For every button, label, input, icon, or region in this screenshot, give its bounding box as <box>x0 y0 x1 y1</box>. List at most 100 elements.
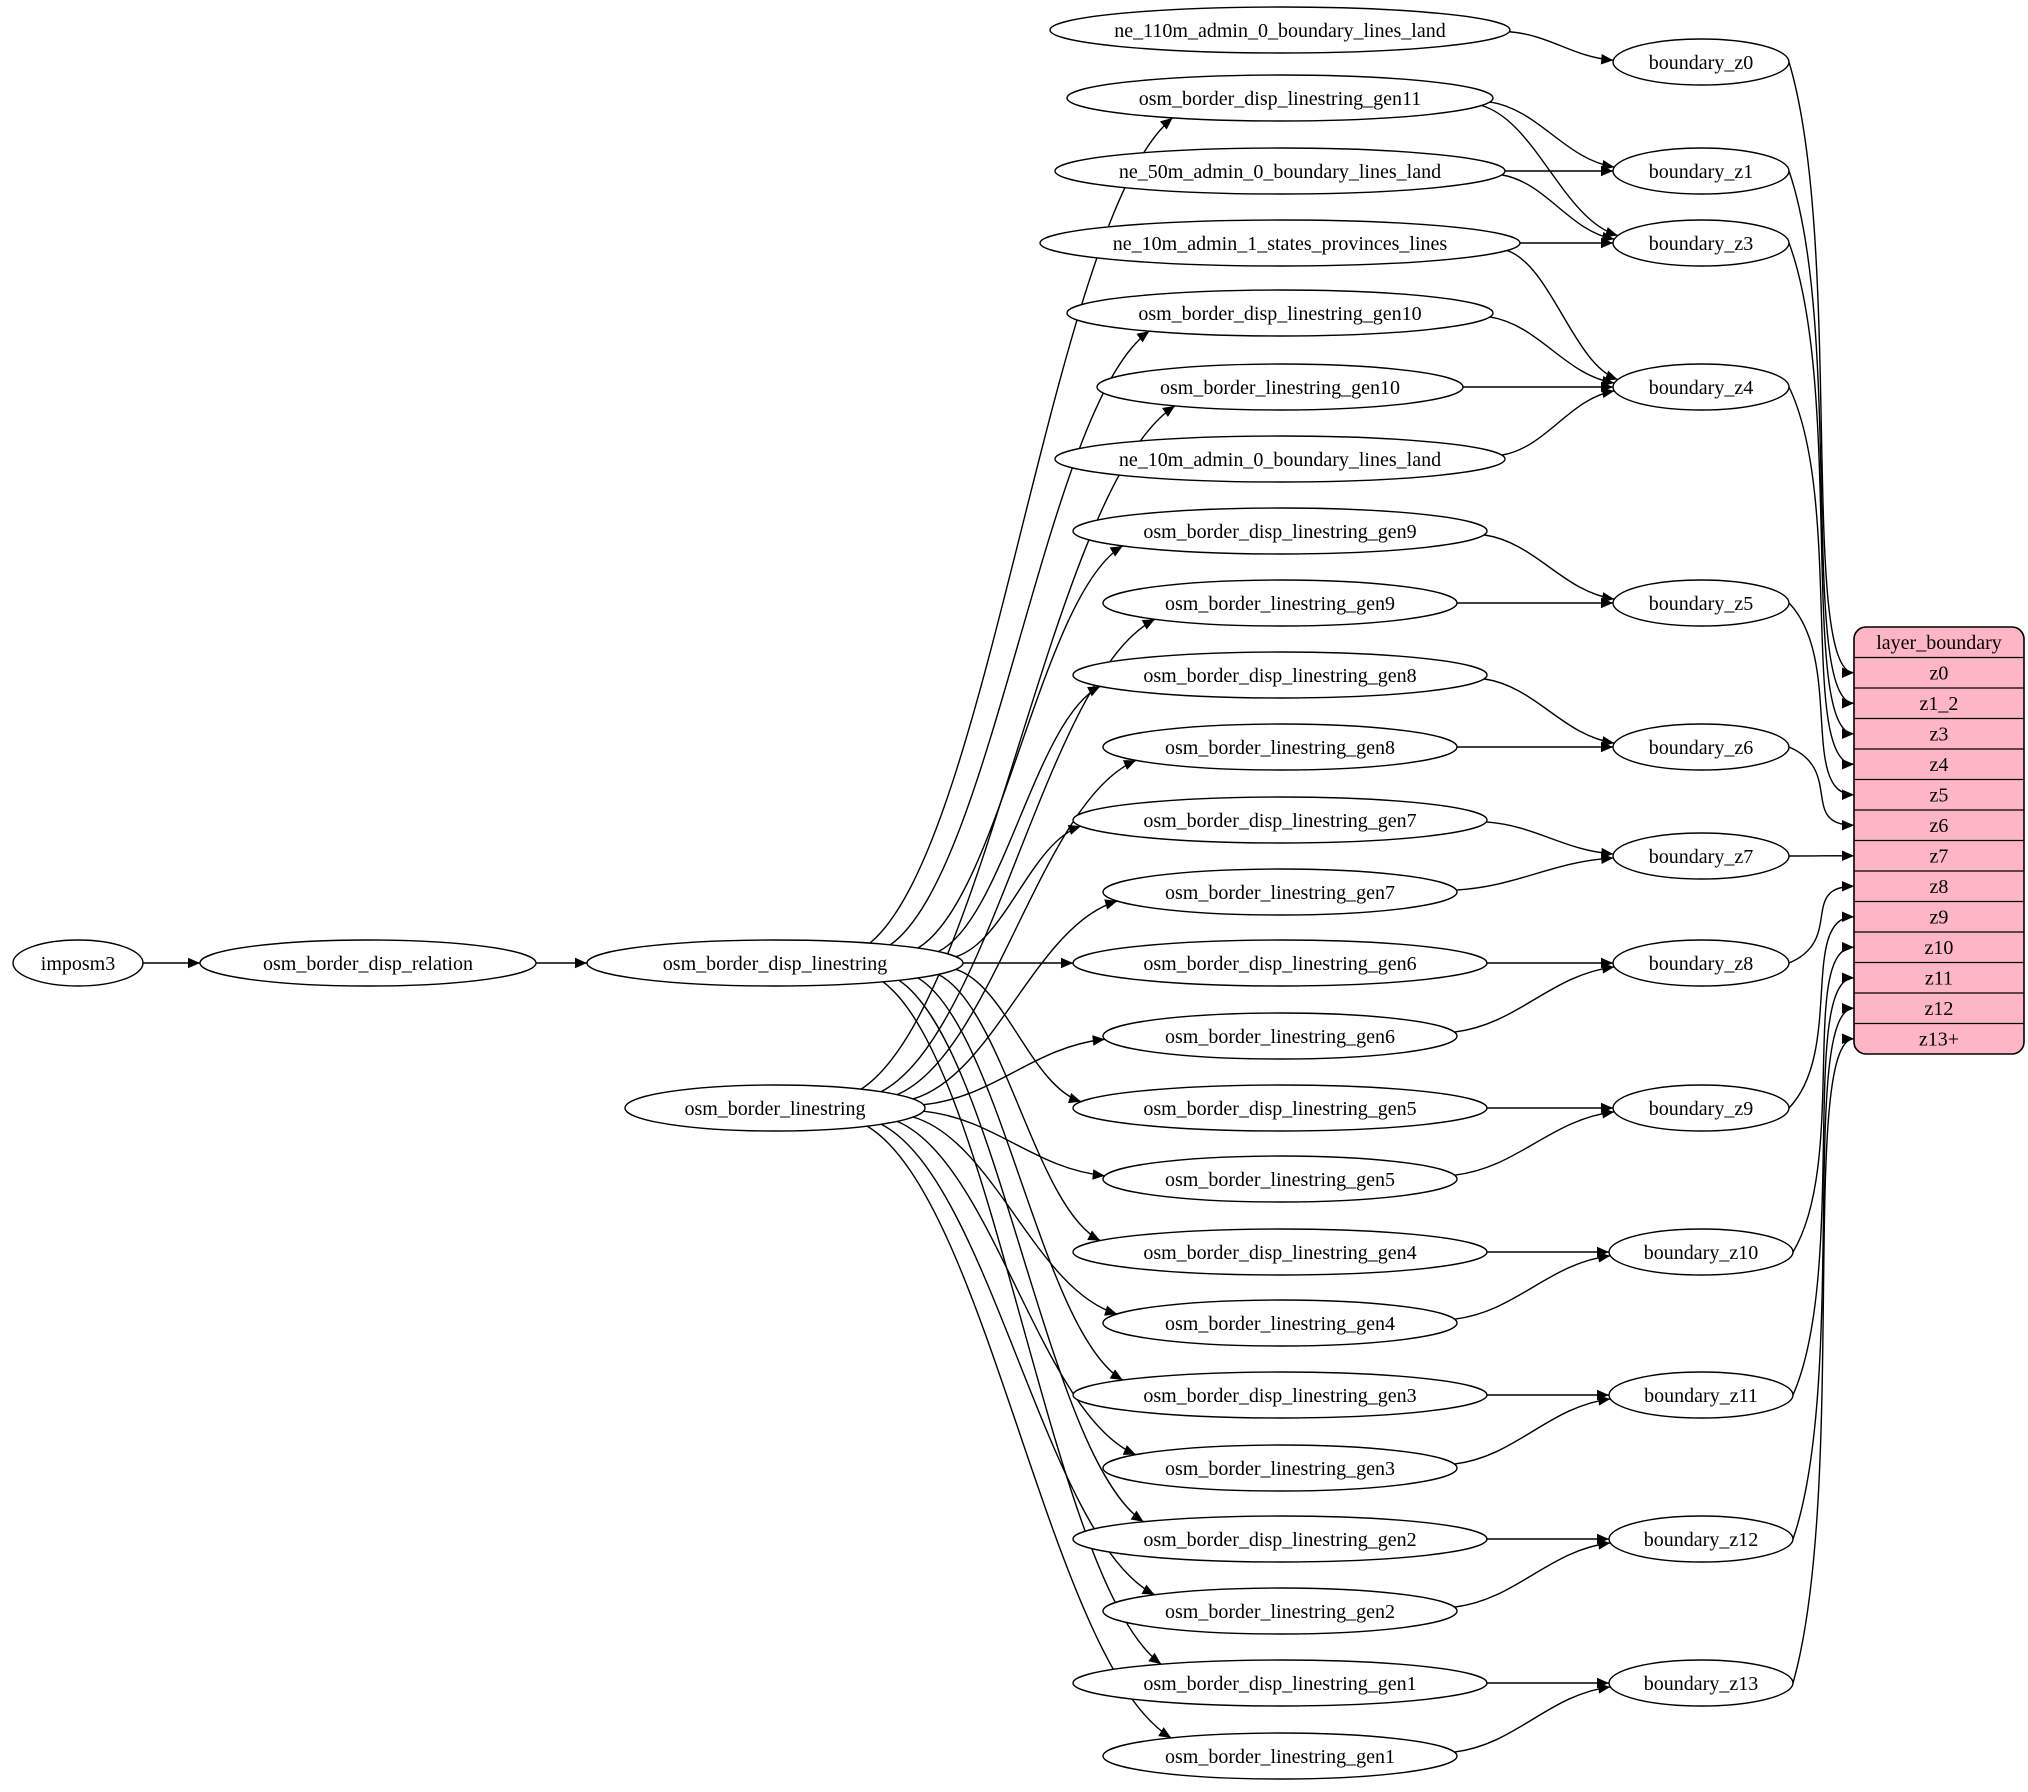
edge-osm_border_linestring_gen4-to-boundary_z10 <box>1455 1256 1611 1319</box>
node-label-osm_border_linestring_gen1: osm_border_linestring_gen1 <box>1165 1746 1395 1768</box>
node-boundary_z11: boundary_z11 <box>1609 1372 1793 1418</box>
node-osm_border_linestring_gen2: osm_border_linestring_gen2 <box>1103 1588 1457 1634</box>
node-label-osm_border_disp_linestring_gen5: osm_border_disp_linestring_gen5 <box>1143 1098 1416 1120</box>
node-boundary_z7: boundary_z7 <box>1613 833 1789 879</box>
node-label-ne_50m_admin_0_boundary_lines_land: ne_50m_admin_0_boundary_lines_land <box>1119 161 1441 183</box>
node-label-osm_border_disp_linestring_gen10: osm_border_disp_linestring_gen10 <box>1138 303 1421 325</box>
edge-osm_border_disp_linestring-to-osm_border_disp_linestring_gen7 <box>956 826 1081 956</box>
node-label-boundary_z0: boundary_z0 <box>1649 52 1753 74</box>
node-osm_border_linestring_gen1: osm_border_linestring_gen1 <box>1103 1733 1457 1779</box>
table-row-z10: z10 <box>1925 937 1954 959</box>
node-label-imposm3: imposm3 <box>41 953 115 975</box>
node-label-osm_border_linestring_gen2: osm_border_linestring_gen2 <box>1165 1601 1395 1623</box>
node-label-osm_border_linestring_gen4: osm_border_linestring_gen4 <box>1165 1313 1395 1335</box>
edge-osm_border_linestring_gen3-to-boundary_z11 <box>1454 1399 1610 1464</box>
node-label-boundary_z13: boundary_z13 <box>1644 1673 1758 1695</box>
node-label-osm_border_disp_linestring_gen2: osm_border_disp_linestring_gen2 <box>1143 1529 1416 1551</box>
node-osm_border_linestring_gen10: osm_border_linestring_gen10 <box>1097 364 1463 410</box>
node-label-osm_border_linestring_gen7: osm_border_linestring_gen7 <box>1165 882 1395 904</box>
edge-ne_110m_admin_0_boundary_lines_land-to-boundary_z0 <box>1509 32 1613 61</box>
node-label-osm_border_disp_linestring_gen9: osm_border_disp_linestring_gen9 <box>1143 521 1416 543</box>
table-row-z6: z6 <box>1930 815 1949 837</box>
node-osm_border_disp_linestring_gen8: osm_border_disp_linestring_gen8 <box>1073 652 1487 698</box>
node-label-boundary_z3: boundary_z3 <box>1649 233 1753 255</box>
table-row-z0: z0 <box>1930 663 1949 685</box>
edge-ne_10m_admin_1_states_provinces_lines-to-boundary_z4 <box>1507 250 1618 379</box>
node-label-osm_border_disp_linestring_gen8: osm_border_disp_linestring_gen8 <box>1143 665 1416 687</box>
table-row-z12: z12 <box>1925 998 1954 1020</box>
node-label-osm_border_linestring_gen9: osm_border_linestring_gen9 <box>1165 593 1395 615</box>
edge-boundary_z8-to-layer_boundary-z8 <box>1789 886 1854 963</box>
node-label-osm_border_linestring_gen8: osm_border_linestring_gen8 <box>1165 737 1395 759</box>
node-osm_border_disp_linestring_gen7: osm_border_disp_linestring_gen7 <box>1073 797 1487 843</box>
node-osm_border_linestring_gen4: osm_border_linestring_gen4 <box>1103 1300 1457 1346</box>
node-label-boundary_z4: boundary_z4 <box>1649 377 1753 399</box>
node-ne_10m_admin_0_boundary_lines_land: ne_10m_admin_0_boundary_lines_land <box>1055 436 1505 482</box>
node-osm_border_disp_linestring_gen11: osm_border_disp_linestring_gen11 <box>1067 75 1493 121</box>
edge-boundary_z0-to-layer_boundary-z0 <box>1789 62 1854 673</box>
node-label-osm_border_linestring_gen10: osm_border_linestring_gen10 <box>1160 377 1400 399</box>
node-osm_border_linestring_gen9: osm_border_linestring_gen9 <box>1103 580 1457 626</box>
node-boundary_z5: boundary_z5 <box>1613 580 1789 626</box>
table-row-z1_2: z1_2 <box>1920 693 1959 715</box>
node-osm_border_linestring_gen6: osm_border_linestring_gen6 <box>1103 1013 1457 1059</box>
edge-osm_border_linestring_gen2-to-boundary_z12 <box>1454 1543 1610 1607</box>
edge-ne_10m_admin_0_boundary_lines_land-to-boundary_z4 <box>1502 391 1614 455</box>
node-label-osm_border_disp_linestring_gen7: osm_border_disp_linestring_gen7 <box>1143 810 1416 832</box>
node-boundary_z1: boundary_z1 <box>1613 148 1789 194</box>
node-label-osm_border_linestring_gen6: osm_border_linestring_gen6 <box>1165 1026 1395 1048</box>
node-label-osm_border_disp_linestring_gen1: osm_border_disp_linestring_gen1 <box>1143 1673 1416 1695</box>
node-boundary_z13: boundary_z13 <box>1609 1660 1793 1706</box>
node-imposm3: imposm3 <box>13 940 143 986</box>
node-osm_border_linestring_gen8: osm_border_linestring_gen8 <box>1103 724 1457 770</box>
node-osm_border_disp_linestring_gen9: osm_border_disp_linestring_gen9 <box>1073 508 1487 554</box>
table-row-z8: z8 <box>1930 876 1949 898</box>
node-label-boundary_z1: boundary_z1 <box>1649 161 1753 183</box>
node-osm_border_linestring: osm_border_linestring <box>625 1085 925 1131</box>
node-osm_border_disp_linestring_gen3: osm_border_disp_linestring_gen3 <box>1073 1372 1487 1418</box>
node-label-osm_border_linestring_gen5: osm_border_linestring_gen5 <box>1165 1169 1395 1191</box>
edge-osm_border_linestring-to-osm_border_linestring_gen5 <box>924 1111 1105 1176</box>
node-label-ne_110m_admin_0_boundary_lines_land: ne_110m_admin_0_boundary_lines_land <box>1114 20 1445 42</box>
node-label-osm_border_disp_linestring_gen3: osm_border_disp_linestring_gen3 <box>1143 1385 1416 1407</box>
node-label-boundary_z10: boundary_z10 <box>1644 1242 1758 1264</box>
nodes-layer: imposm3 osm_border_disp_relation osm_borde… <box>13 7 1793 1779</box>
node-osm_border_disp_linestring_gen5: osm_border_disp_linestring_gen5 <box>1073 1085 1487 1131</box>
table-row-z9: z9 <box>1930 907 1949 929</box>
node-boundary_z4: boundary_z4 <box>1613 364 1789 410</box>
node-osm_border_disp_linestring_gen6: osm_border_disp_linestring_gen6 <box>1073 940 1487 986</box>
edge-osm_border_linestring_gen5-to-boundary_z9 <box>1455 1112 1615 1175</box>
node-boundary_z8: boundary_z8 <box>1613 940 1789 986</box>
node-label-osm_border_disp_relation: osm_border_disp_relation <box>263 953 473 975</box>
node-label-boundary_z7: boundary_z7 <box>1649 846 1753 868</box>
edge-osm_border_disp_linestring_gen9-to-boundary_z5 <box>1484 535 1614 599</box>
node-boundary_z12: boundary_z12 <box>1609 1516 1793 1562</box>
node-label-boundary_z12: boundary_z12 <box>1644 1529 1758 1551</box>
node-ne_50m_admin_0_boundary_lines_land: ne_50m_admin_0_boundary_lines_land <box>1055 148 1505 194</box>
node-osm_border_linestring_gen7: osm_border_linestring_gen7 <box>1103 869 1457 915</box>
node-boundary_z9: boundary_z9 <box>1613 1085 1789 1131</box>
table-row-z3: z3 <box>1930 724 1949 746</box>
table-row-z11: z11 <box>1925 968 1953 990</box>
node-osm_border_disp_relation: osm_border_disp_relation <box>200 940 536 986</box>
node-label-osm_border_disp_linestring: osm_border_disp_linestring <box>663 953 887 975</box>
node-label-boundary_z11: boundary_z11 <box>1644 1385 1758 1407</box>
edge-boundary_z6-to-layer_boundary-z6 <box>1789 747 1854 825</box>
edge-osm_border_linestring_gen1-to-boundary_z13 <box>1454 1687 1610 1752</box>
table-row-z5: z5 <box>1930 785 1949 807</box>
node-ne_10m_admin_1_states_provinces_lines: ne_10m_admin_1_states_provinces_lines <box>1040 220 1520 266</box>
node-label-osm_border_disp_linestring_gen11: osm_border_disp_linestring_gen11 <box>1139 88 1422 110</box>
node-boundary_z6: boundary_z6 <box>1613 724 1789 770</box>
node-ne_110m_admin_0_boundary_lines_land: ne_110m_admin_0_boundary_lines_land <box>1050 7 1510 53</box>
node-osm_border_disp_linestring_gen1: osm_border_disp_linestring_gen1 <box>1073 1660 1487 1706</box>
node-label-boundary_z6: boundary_z6 <box>1649 737 1753 759</box>
node-label-boundary_z9: boundary_z9 <box>1649 1098 1753 1120</box>
edge-osm_border_linestring-to-osm_border_linestring_gen2 <box>881 1124 1154 1595</box>
edge-osm_border_linestring_gen7-to-boundary_z7 <box>1456 858 1613 890</box>
table-row-z7: z7 <box>1930 846 1949 868</box>
edges-layer <box>143 32 1854 1752</box>
edge-osm_border_linestring-to-osm_border_linestring_gen1 <box>867 1126 1171 1738</box>
layer-boundary-header: layer_boundary <box>1876 632 2002 654</box>
table-row-z4: z4 <box>1930 754 1949 776</box>
